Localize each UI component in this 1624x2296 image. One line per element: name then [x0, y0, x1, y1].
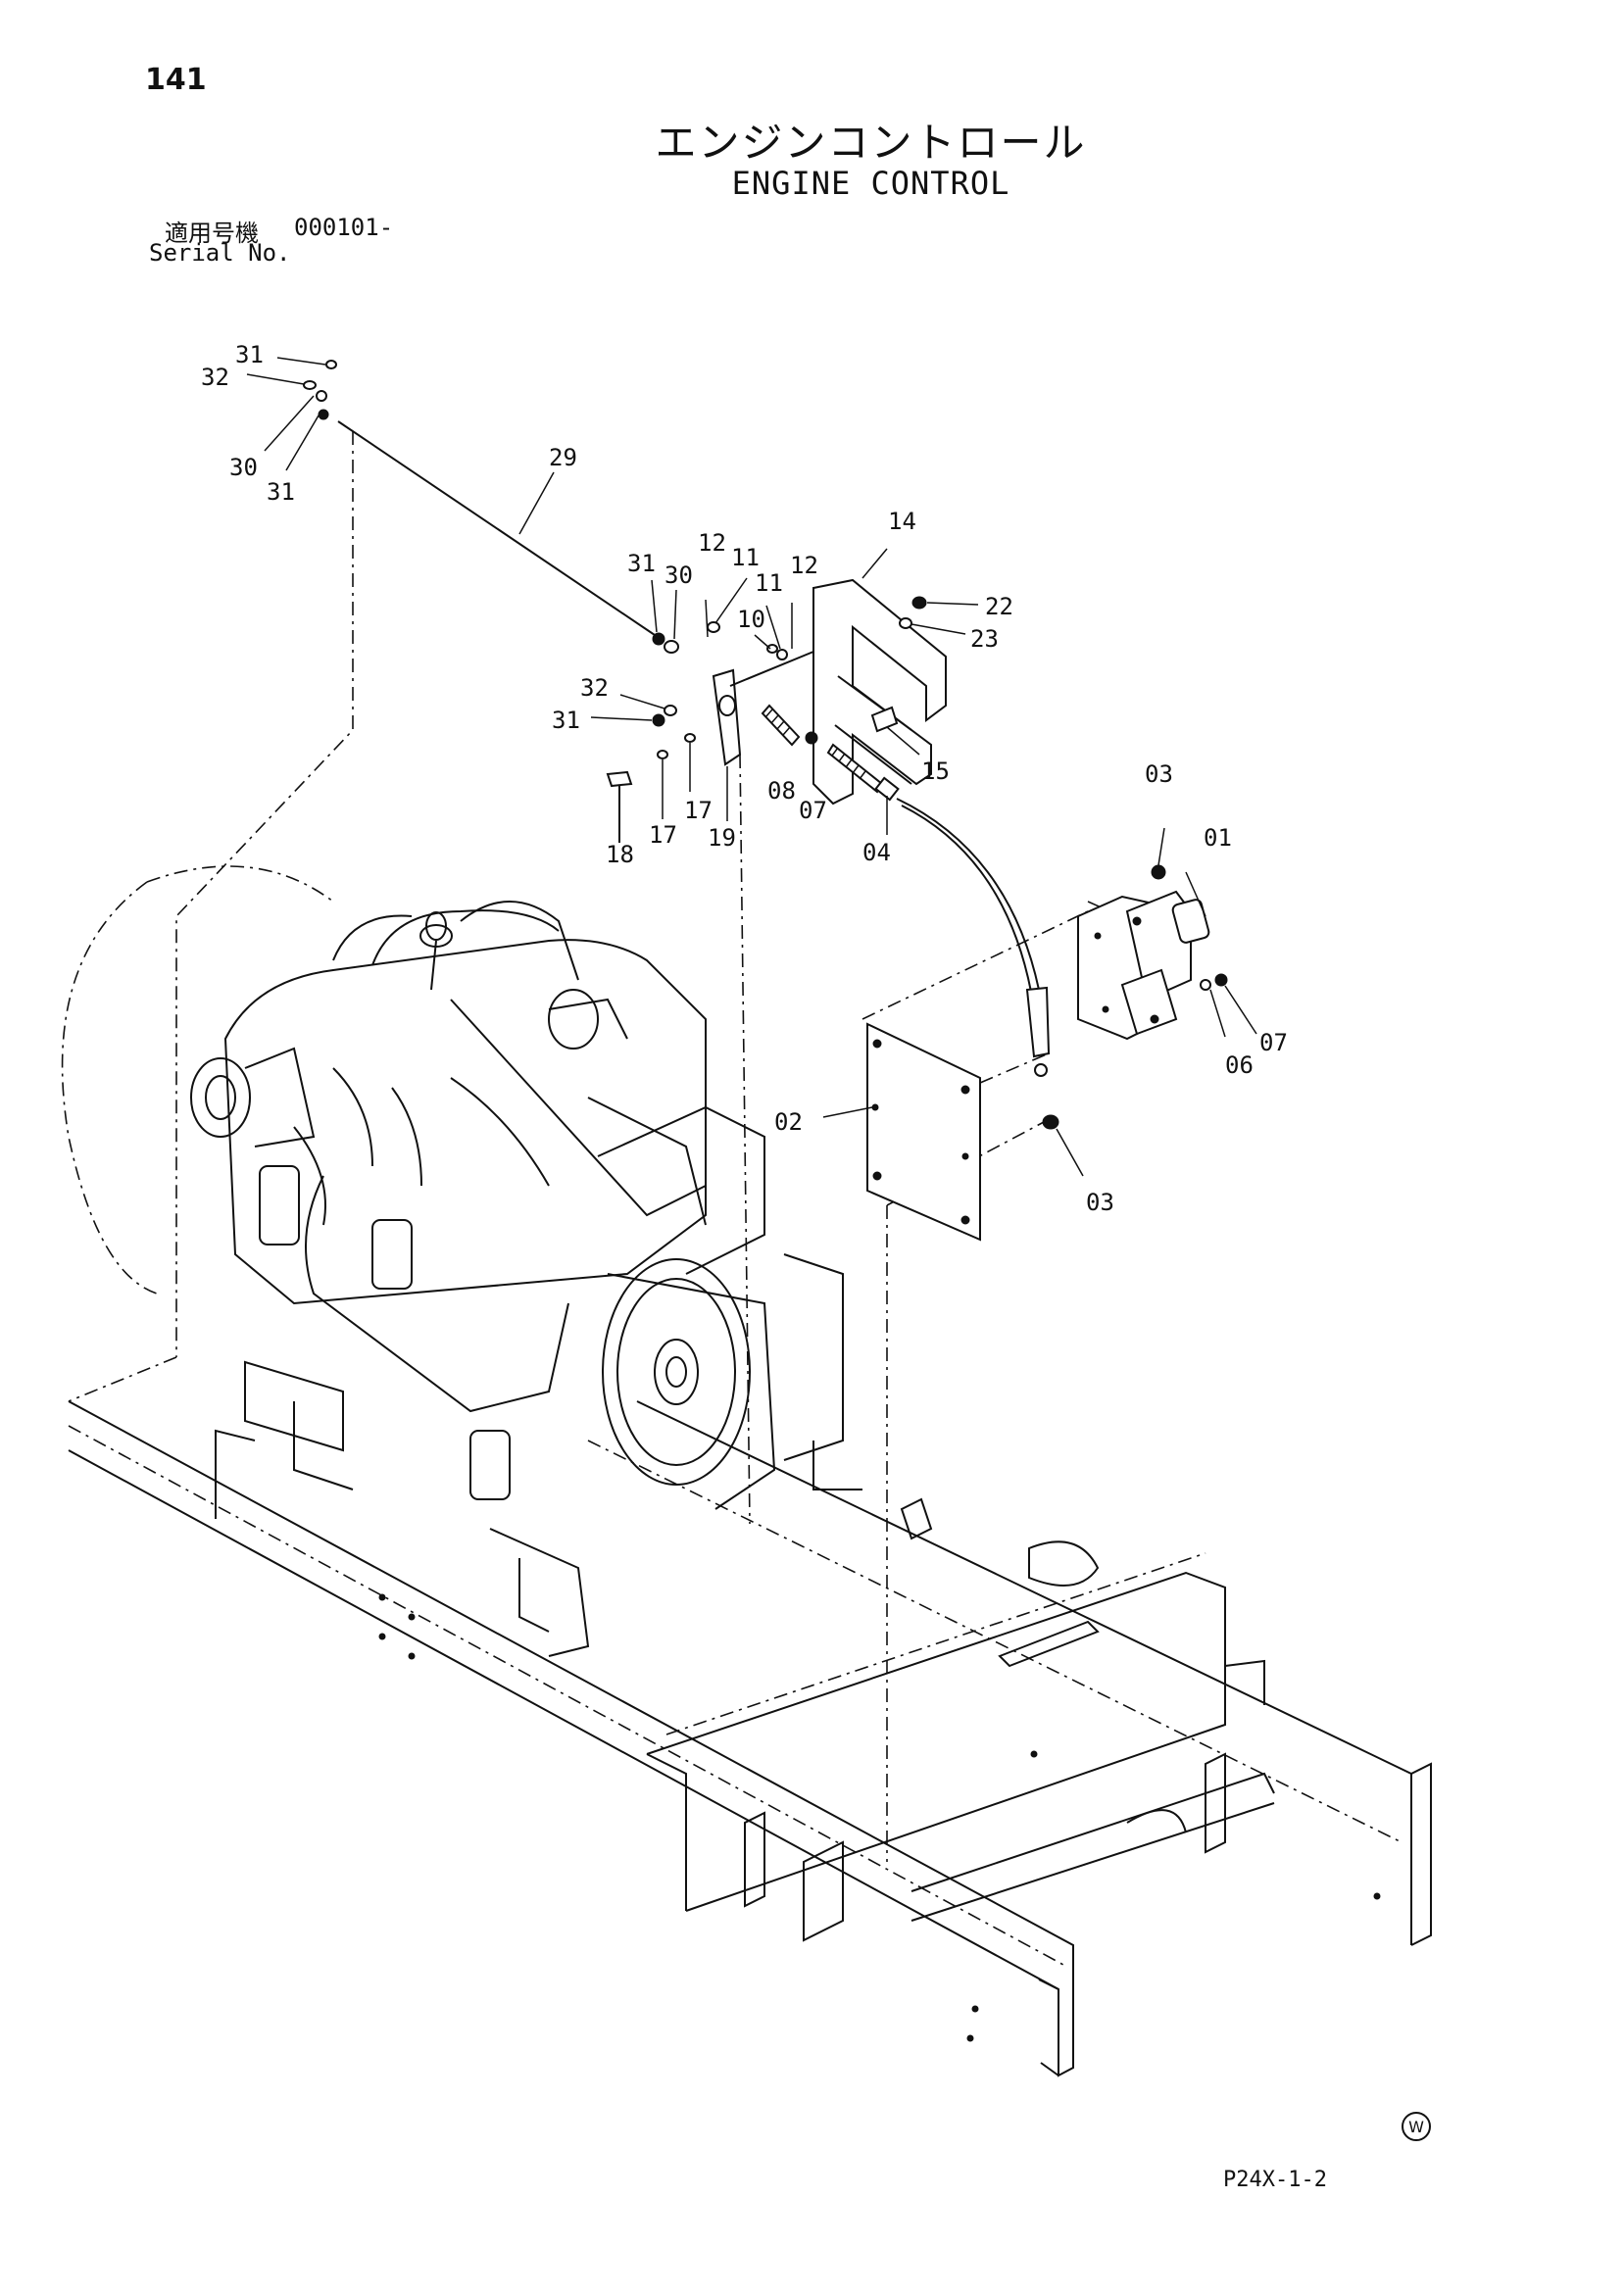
callout-11: 11 — [731, 544, 760, 571]
serial-label-english: Serial No. — [149, 239, 291, 267]
callout-23: 23 — [970, 625, 999, 653]
nut-07 — [805, 731, 818, 745]
control-lever-19 — [712, 651, 814, 766]
engine-assembly — [190, 901, 862, 1657]
callout-03: 03 — [1145, 760, 1173, 788]
callout-14: 14 — [888, 508, 916, 535]
callout-07: 07 — [799, 797, 827, 824]
callout-22: 22 — [985, 593, 1013, 620]
callout-17: 17 — [649, 821, 677, 849]
spring-08 — [761, 704, 801, 747]
page-number: 141 — [145, 63, 207, 97]
title-japanese: エンジンコントロール — [655, 119, 1087, 167]
callout-02: 02 — [774, 1108, 803, 1136]
rod-end-fittings-right — [651, 577, 793, 660]
callout-11: 11 — [755, 569, 783, 597]
callout-30: 30 — [664, 562, 693, 589]
rail-rivets — [378, 1593, 1381, 2042]
throttle-rod — [337, 420, 656, 636]
cable-04 — [826, 743, 1051, 1077]
callout-31: 31 — [235, 341, 264, 368]
callout-10: 10 — [737, 606, 765, 633]
callout-31: 31 — [267, 478, 295, 506]
callout-31: 31 — [552, 707, 580, 734]
callout-19: 19 — [708, 824, 736, 852]
chassis-frame — [68, 1400, 1432, 2077]
rod-end-fittings-left — [246, 357, 337, 471]
callout-30: 30 — [229, 454, 258, 481]
serial-label-japanese: 適用号機 — [165, 220, 259, 247]
callout-29: 29 — [549, 444, 577, 471]
bolt-18-washers-17 — [590, 694, 696, 843]
callout-12: 12 — [698, 529, 726, 557]
callout-08: 08 — [767, 777, 796, 805]
callout-03: 03 — [1086, 1189, 1114, 1216]
callout-31: 31 — [627, 550, 656, 577]
bracket-14 — [812, 548, 979, 806]
callout-17: 17 — [684, 797, 713, 824]
w-mark-letter: W — [1408, 2118, 1424, 2136]
callout-07: 07 — [1259, 1029, 1288, 1056]
callout-04: 04 — [862, 839, 891, 866]
callout-01: 01 — [1204, 824, 1232, 852]
callout-15: 15 — [921, 757, 950, 785]
callout-32: 32 — [580, 674, 609, 702]
callout-12: 12 — [790, 552, 818, 579]
mounting-plate-02 — [822, 1022, 1084, 1242]
actuator-bracket-01 — [1077, 827, 1257, 1041]
callout-labels: 31 32 30 31 29 31 30 12 11 11 12 10 14 2… — [201, 341, 1288, 1216]
callout-32: 32 — [201, 364, 229, 391]
title-english: ENGINE CONTROL — [731, 165, 1010, 202]
drawing-code: P24X-1-2 — [1223, 2168, 1327, 2192]
callout-06: 06 — [1225, 1051, 1254, 1079]
serial-number-value: 000101- — [294, 214, 394, 241]
callout-18: 18 — [606, 841, 634, 868]
w-circle-mark-icon: W — [1402, 2112, 1431, 2141]
